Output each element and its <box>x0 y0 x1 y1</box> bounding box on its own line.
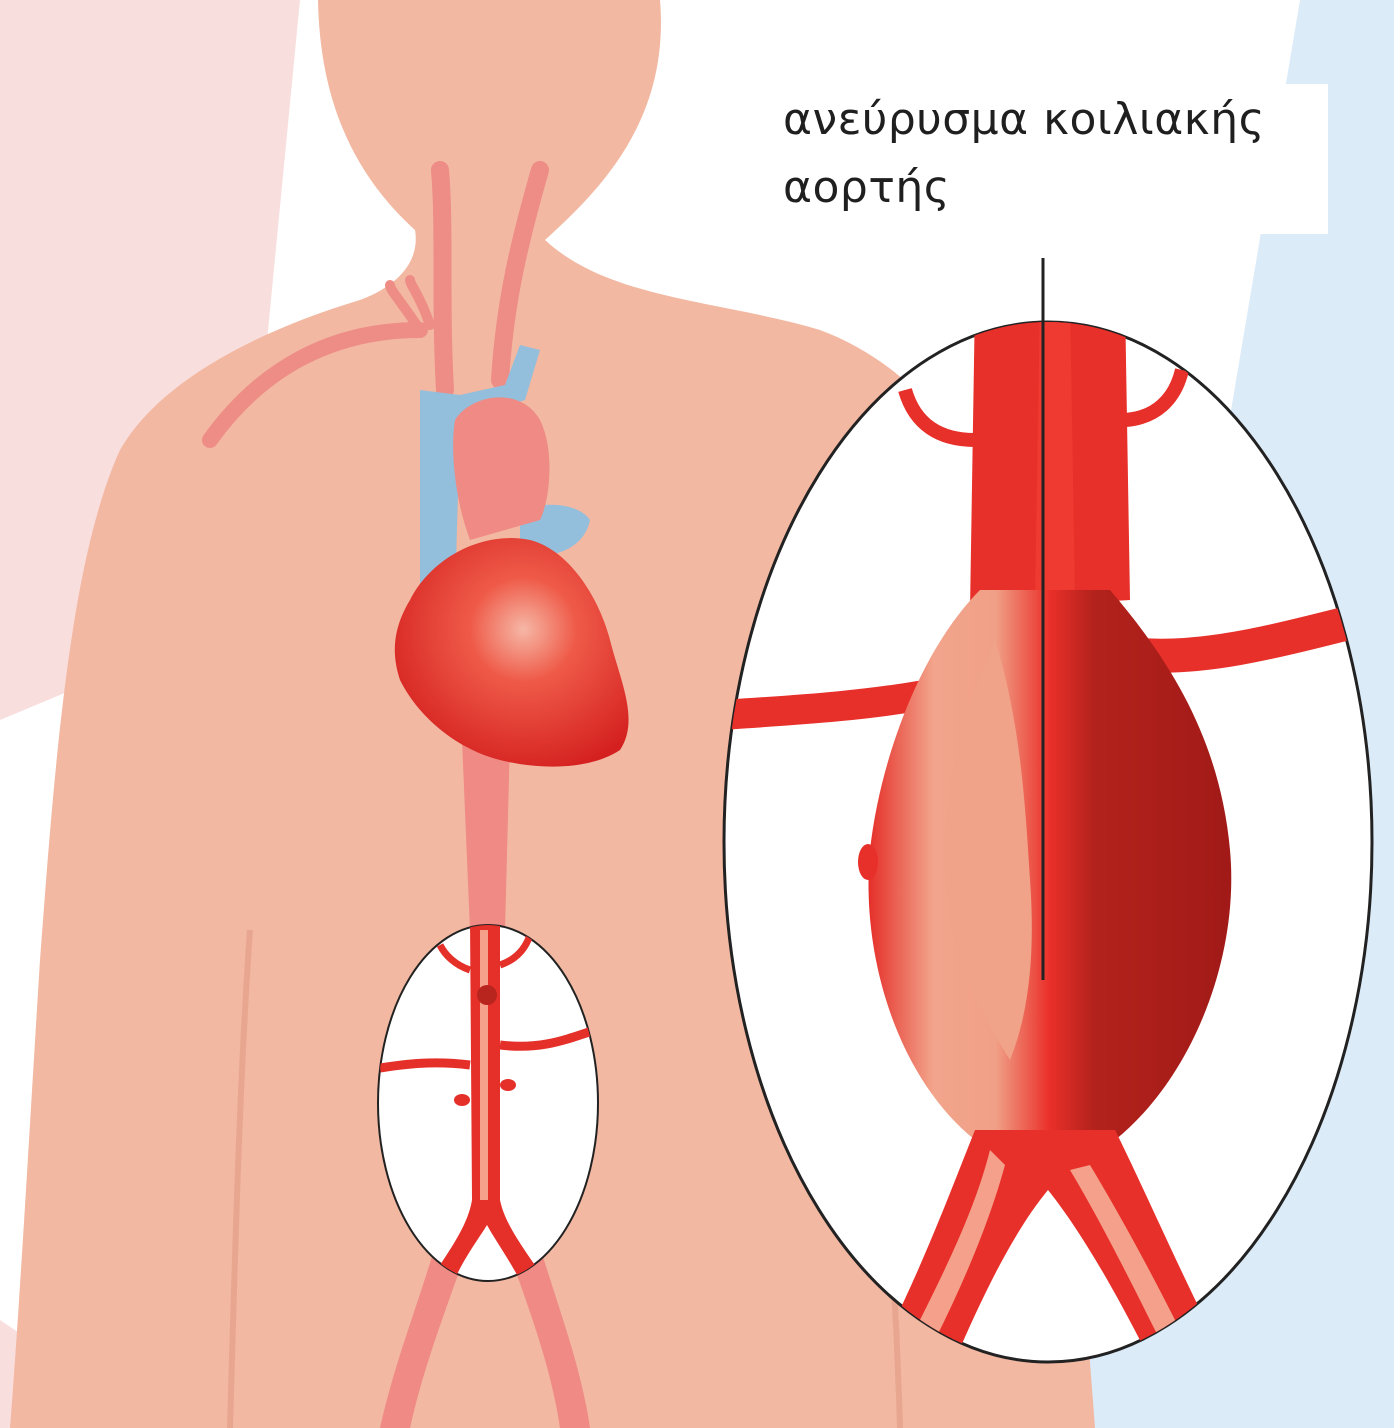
label-line-2: αορτής <box>783 154 1323 222</box>
aortic-arch <box>453 397 549 540</box>
label-line-1: ανεύρυσμα κοιλιακής <box>783 86 1323 154</box>
aneurysm-label: ανεύρυσμα κοιλιακής αορτής <box>783 86 1323 222</box>
